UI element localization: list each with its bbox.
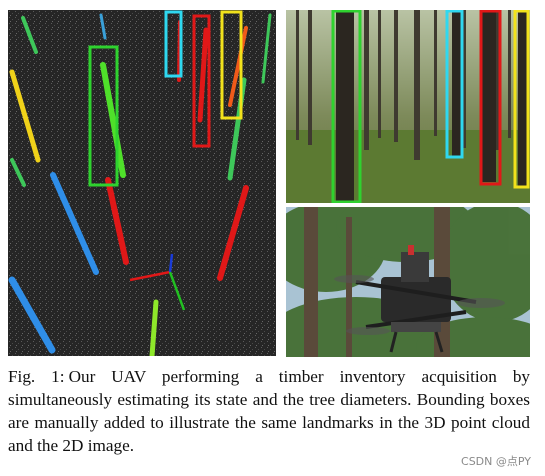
watermark: CSDN @点PY [461,455,531,468]
point-cloud-graphic [8,10,276,356]
bbox-red-3d [192,14,211,148]
uav-photo-panel [286,207,530,357]
uav-photo-graphic [286,207,530,357]
figure-caption: Fig. 1:Our UAV performing a timber inven… [8,365,530,457]
bbox-yellow-2d [513,10,530,189]
bbox-cyan-3d [164,10,183,78]
background-trunks [296,10,511,160]
point-cloud-panel [8,10,276,356]
forest-photo-panel [286,10,530,203]
pose-axes [129,253,186,311]
landmark-trunks [336,10,528,203]
forest-photo-graphic [286,10,530,203]
uav-drone [334,245,505,353]
bbox-green-2d [331,10,362,203]
bbox-red-2d [479,10,502,186]
bbox-cyan-2d [445,10,464,159]
caption-text: Our UAV performing a timber inventory ac… [8,367,531,455]
figure-label: Fig. 1: [8,367,65,386]
bbox-green-3d [88,45,119,187]
bbox-yellow-3d [220,10,243,120]
